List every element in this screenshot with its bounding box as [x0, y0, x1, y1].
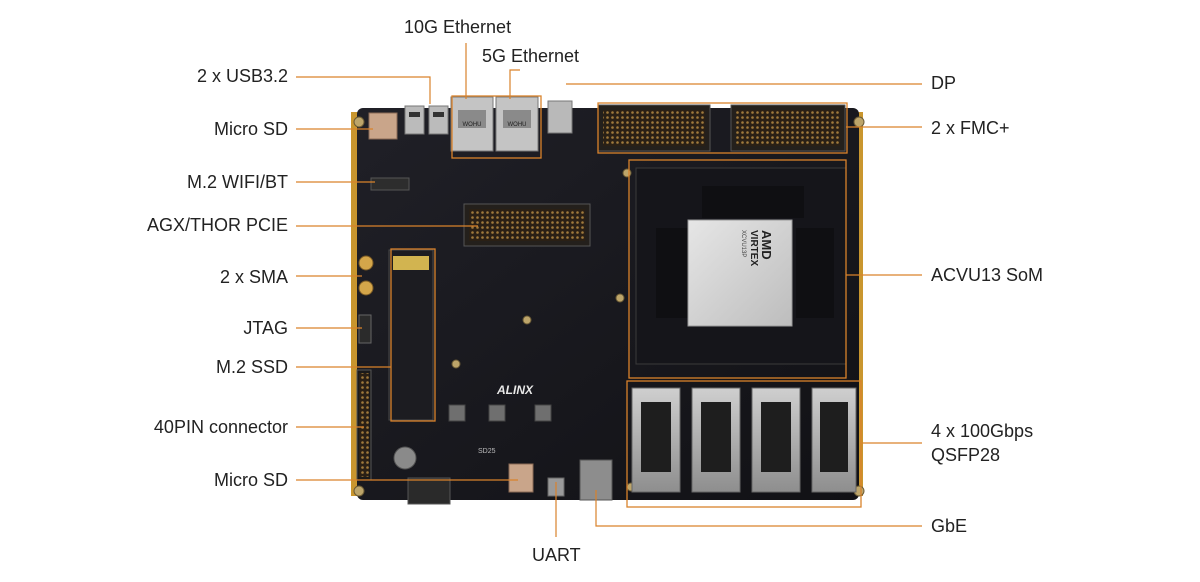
chip-family: VIRTEX	[748, 230, 759, 266]
rj45-brand-2: WOHU	[508, 122, 527, 128]
label-uart: UART	[532, 545, 581, 565]
chip-model: XCVU13P	[740, 230, 746, 257]
label-usb: 2 x USB3.2	[196, 66, 288, 86]
gold-edge-left	[351, 112, 361, 496]
usb-ports	[404, 105, 449, 135]
label-qsfp: 4 x 100Gbps QSFP28	[931, 419, 1033, 467]
label-jtag: JTAG	[243, 318, 288, 338]
frame-ethernet	[451, 95, 542, 159]
label-qsfp-line1: 4 x 100Gbps	[931, 421, 1034, 441]
label-dp: DP	[931, 73, 957, 93]
board-logo: ALINX	[496, 383, 534, 397]
leader-usb	[296, 76, 431, 104]
fmc-connectors	[597, 104, 846, 152]
frame-qsfp	[626, 380, 862, 508]
fpga-chip	[687, 219, 793, 327]
rj45-brand-1: WOHU	[463, 122, 482, 128]
label-sma: 2 x SMA	[219, 267, 288, 287]
label-qsfp-line2: QSFP28	[931, 445, 1001, 465]
qsfp-cages	[631, 387, 857, 493]
highlight-frames	[390, 95, 862, 508]
m2-ssd-socket	[393, 256, 429, 270]
som-module: AMD VIRTEX XCVU13P	[635, 167, 847, 365]
pin-header-40	[356, 369, 372, 481]
m2-ssd-slot	[388, 249, 434, 421]
chip-brand: AMD	[759, 230, 774, 260]
label-m2-wifi-bt: M.2 WIFI/BT	[187, 172, 288, 192]
power-jack	[407, 477, 451, 505]
inductors	[448, 404, 552, 422]
dp-port	[547, 100, 573, 134]
rj45-jacks: WOHU WOHU	[450, 96, 539, 152]
jtag-header	[358, 314, 372, 344]
micro-sd-slot-bottom	[508, 463, 534, 493]
frame-fmc	[597, 102, 848, 154]
leader-lines	[296, 43, 922, 537]
label-5g-ethernet: 5G Ethernet	[482, 46, 580, 66]
label-acvu13-som: ACVU13 SoM	[931, 265, 1044, 285]
leader-gbe	[595, 490, 922, 527]
label-m2-ssd: M.2 SSD	[215, 357, 288, 377]
label-agx-thor-pcie: AGX/THOR PCIE	[146, 215, 288, 235]
capacitor	[393, 446, 417, 470]
micro-sd-slot-top	[368, 112, 398, 140]
m2-wifi-slot	[370, 177, 410, 191]
frame-m2-ssd	[390, 248, 436, 422]
label-gbe: GbE	[931, 516, 968, 536]
label-fmc: 2 x FMC+	[931, 118, 1010, 138]
sma-connectors	[358, 255, 374, 296]
label-10g-ethernet: 10G Ethernet	[404, 17, 512, 37]
board-id: SD25	[478, 448, 496, 455]
label-40pin-connector: 40PIN connector	[153, 417, 288, 437]
leader-5g-ethernet	[509, 69, 520, 99]
label-micro-sd-top: Micro SD	[213, 119, 288, 139]
frame-som	[628, 159, 847, 379]
label-micro-sd-bottom: Micro SD	[213, 470, 288, 490]
agx-pcie-connector	[463, 203, 591, 247]
